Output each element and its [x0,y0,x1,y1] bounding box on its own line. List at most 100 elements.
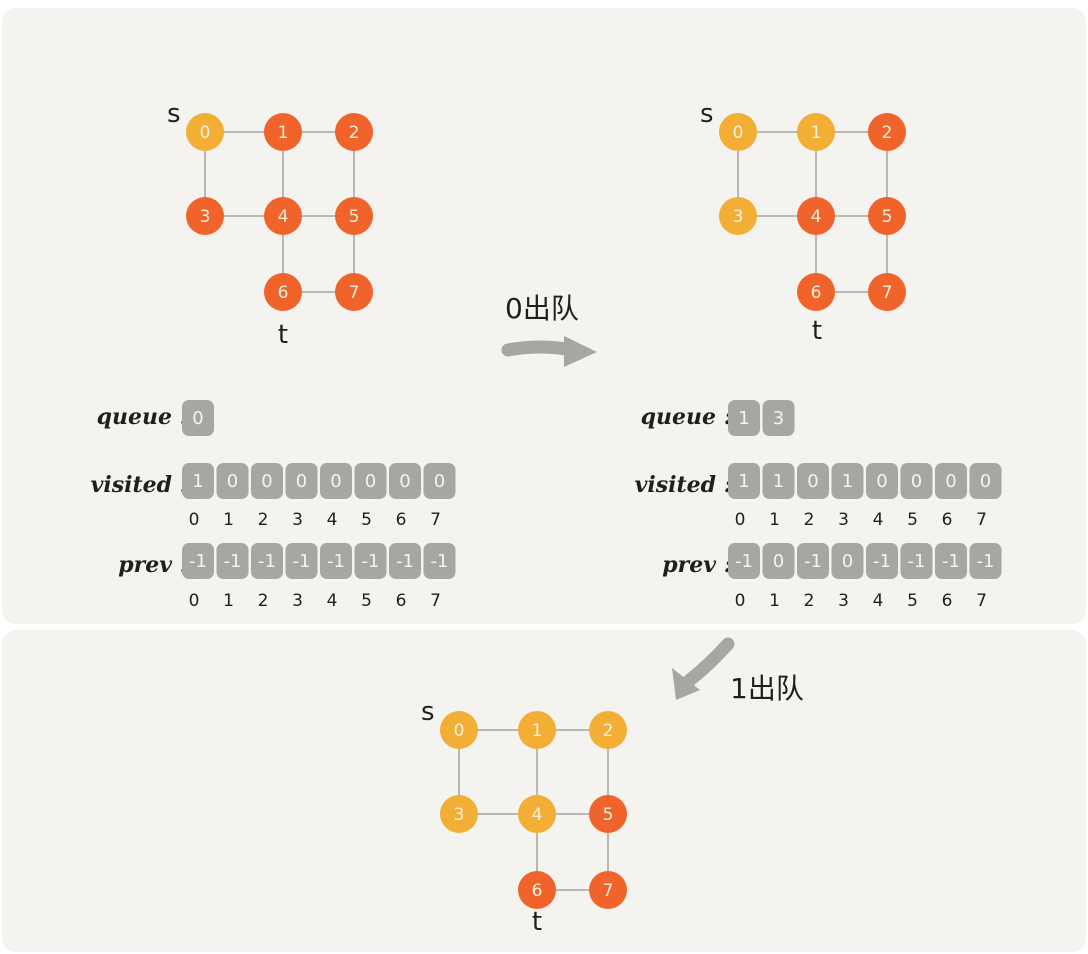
visited-cell-6 [935,463,967,499]
arrays-step-1: queue:13visited:1101000001234567prev:-10… [635,400,1002,611]
arrow-down-left-shaft [683,637,735,687]
visited-value-7: 0 [434,471,445,492]
node-label-2: 2 [603,721,614,741]
source-label: s [700,99,714,129]
visited-cell-0 [728,463,760,499]
visited-label: visited [635,472,716,498]
node-5 [335,197,373,235]
target-label: t [278,320,288,350]
prev-value-3: -1 [293,551,311,572]
node-5 [868,197,906,235]
visited-cell-2 [251,463,283,499]
visited-value-0: 1 [738,471,749,492]
node-3 [440,795,478,833]
visited-cell-0 [182,463,214,499]
visited-index-2: 2 [804,510,815,530]
visited-index-4: 4 [327,510,338,530]
visited-index-6: 6 [942,510,953,530]
prev-index-2: 2 [258,591,269,611]
prev-index-6: 6 [942,591,953,611]
prev-value-4: -1 [327,551,345,572]
visited-value-3: 0 [296,471,307,492]
prev-cell-6 [935,543,967,579]
prev-cell-4 [320,543,352,579]
prev-index-4: 4 [873,591,884,611]
prev-value-7: -1 [431,551,449,572]
prev-label: prev [662,552,716,578]
node-label-2: 2 [349,123,360,143]
node-label-3: 3 [200,207,211,227]
prev-cell-2 [797,543,829,579]
prev-index-7: 7 [430,591,441,611]
node-3 [186,197,224,235]
visited-label: visited [91,472,172,498]
prev-cell-0 [728,543,760,579]
node-0 [186,113,224,151]
node-2 [868,113,906,151]
visited-cell-7 [423,463,456,499]
node-label-7: 7 [349,283,360,303]
node-label-7: 7 [882,283,893,303]
node-label-2: 2 [882,123,893,143]
visited-index-2: 2 [258,510,269,530]
node-label-6: 6 [278,283,289,303]
transition-label-0: 0出队 [505,292,579,325]
queue-value-0: 1 [738,408,749,429]
node-2 [335,113,373,151]
visited-index-0: 0 [735,510,746,530]
queue-value-0: 0 [192,408,203,429]
transition-arrows: 0出队 1出队 [501,292,804,705]
visited-index-7: 7 [976,510,987,530]
node-label-4: 4 [278,207,289,227]
visited-cell-3 [831,463,864,499]
queue-cell-1 [762,400,795,436]
node-label-5: 5 [603,805,614,825]
visited-cell-5 [900,463,933,499]
prev-cell-2 [251,543,283,579]
arrow-right-shaft [501,340,579,357]
visited-value-2: 0 [807,471,818,492]
prev-index-1: 1 [223,591,234,611]
node-4 [264,197,302,235]
prev-cell-5 [900,543,933,579]
prev-index-6: 6 [396,591,407,611]
prev-label: prev [118,552,172,578]
visited-cell-4 [320,463,352,499]
node-label-0: 0 [200,123,211,143]
prev-cell-4 [866,543,898,579]
visited-value-2: 0 [261,471,272,492]
visited-cell-5 [354,463,387,499]
prev-cell-7 [423,543,456,579]
prev-index-2: 2 [804,591,815,611]
node-label-6: 6 [532,881,543,901]
node-7 [335,273,373,311]
visited-value-3: 1 [842,471,853,492]
visited-value-1: 1 [773,471,784,492]
visited-value-5: 0 [911,471,922,492]
prev-cell-5 [354,543,387,579]
arrow-down-left-head [672,668,700,700]
visited-index-3: 3 [838,510,849,530]
prev-index-7: 7 [976,591,987,611]
visited-value-6: 0 [399,471,410,492]
prev-value-3: 0 [842,551,853,572]
node-7 [589,871,627,909]
prev-value-7: -1 [977,551,995,572]
source-label: s [421,697,435,727]
visited-cell-6 [389,463,421,499]
node-label-3: 3 [733,207,744,227]
prev-cell-6 [389,543,421,579]
visited-index-5: 5 [907,510,918,530]
prev-value-1: 0 [773,551,784,572]
target-label: t [532,907,542,937]
visited-cell-3 [285,463,318,499]
prev-cell-1 [216,543,249,579]
node-label-1: 1 [278,123,289,143]
prev-index-0: 0 [735,591,746,611]
node-label-1: 1 [532,721,543,741]
visited-value-7: 0 [980,471,991,492]
node-7 [868,273,906,311]
